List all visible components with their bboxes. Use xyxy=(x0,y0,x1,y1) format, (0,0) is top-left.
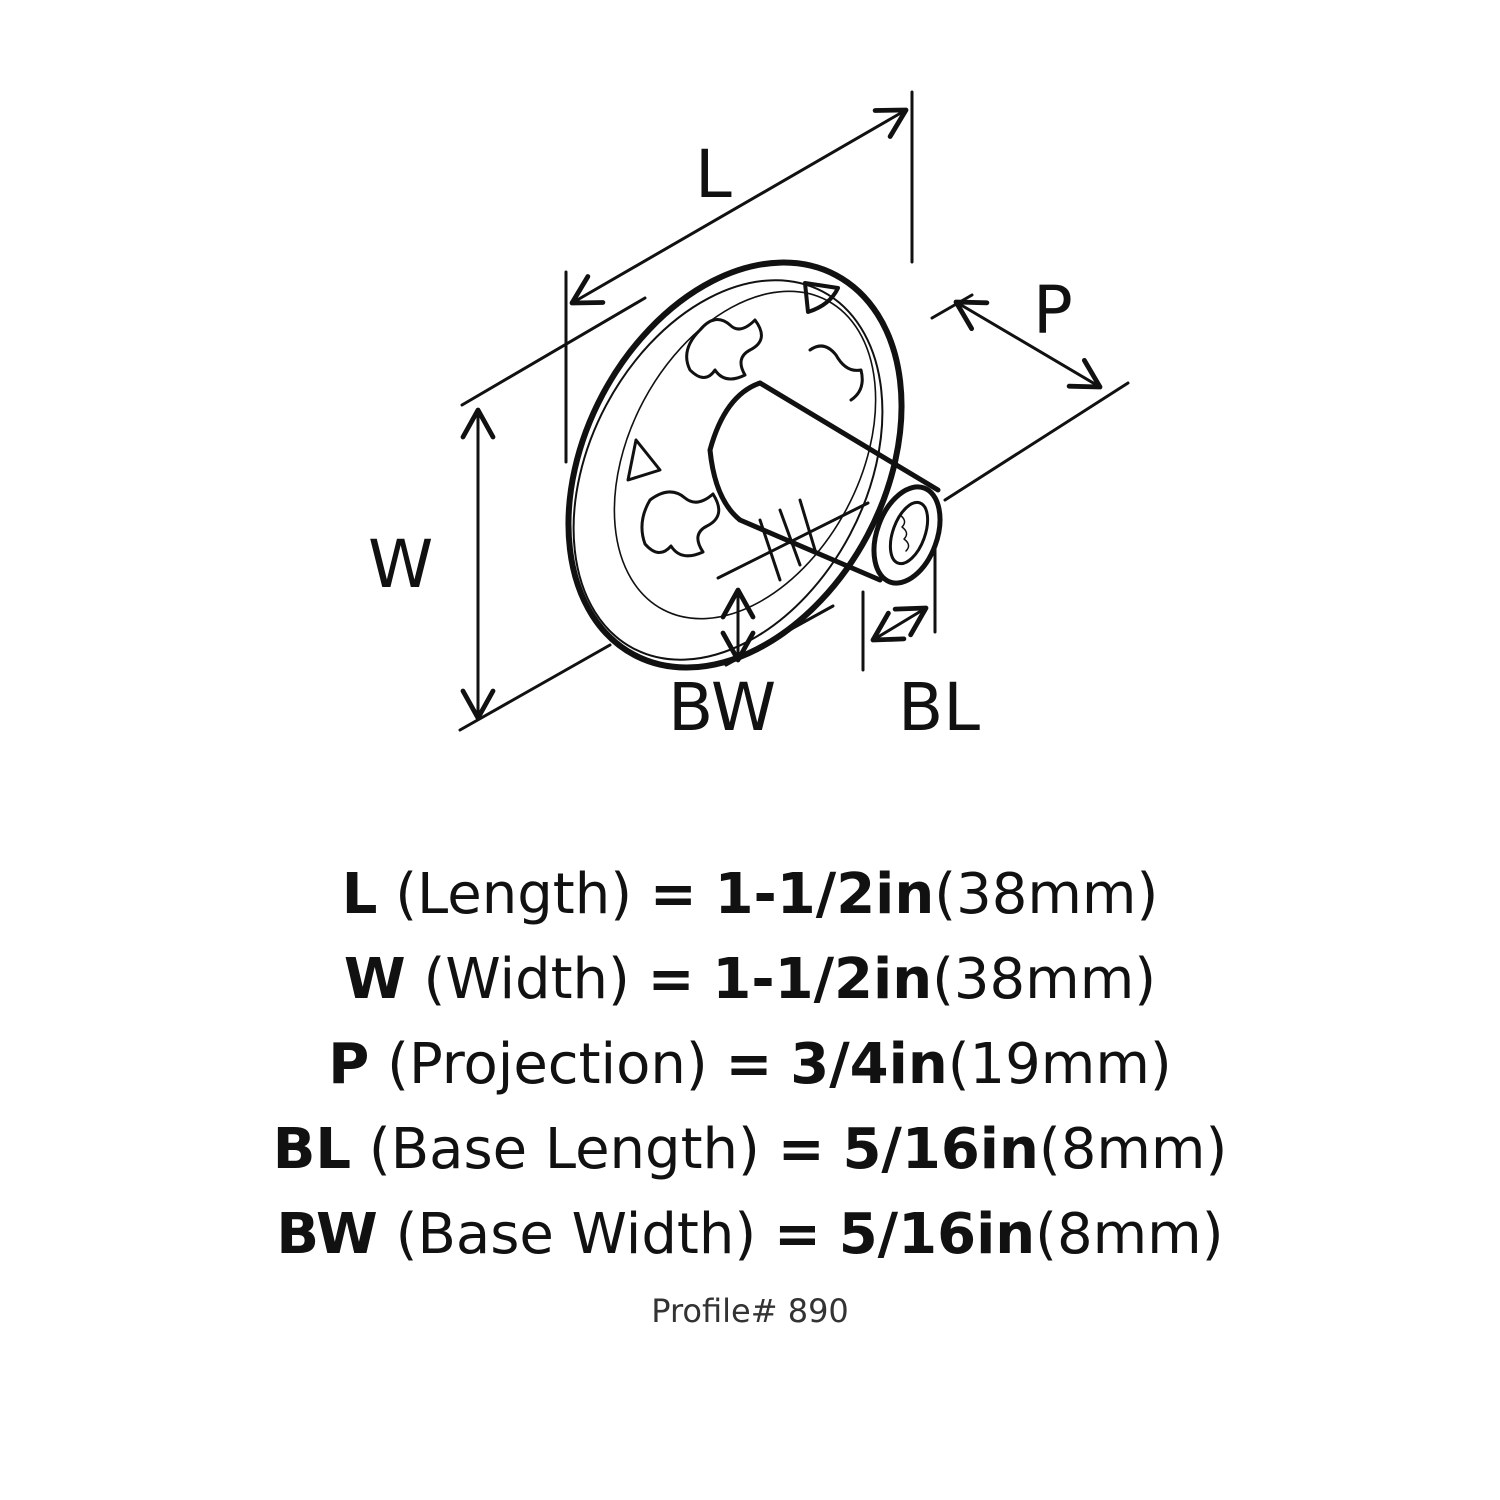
dimension-specs: L (Length) = 1-1/2in(38mm) W (Width) = 1… xyxy=(0,852,1500,1277)
spec-imperial: 5/16in xyxy=(842,1117,1039,1182)
knob-rosette xyxy=(565,259,905,671)
spec-base-width: BW (Base Width) = 5/16in(8mm) xyxy=(0,1192,1500,1277)
spec-equals: = xyxy=(725,1032,773,1097)
base-width-dimension xyxy=(716,501,870,667)
knob-stem xyxy=(707,380,943,586)
spec-name: (Length) xyxy=(395,862,633,927)
projection-dimension xyxy=(930,293,1130,502)
profile-number: Profile# 890 xyxy=(651,1292,849,1330)
spec-metric: (8mm) xyxy=(1035,1202,1224,1267)
spec-width: W (Width) = 1-1/2in(38mm) xyxy=(0,937,1500,1022)
spec-name: (Base Length) xyxy=(368,1117,760,1182)
spec-abbr: W xyxy=(343,947,406,1012)
spec-base-length: BL (Base Length) = 5/16in(8mm) xyxy=(0,1107,1500,1192)
spec-equals: = xyxy=(649,862,697,927)
spec-abbr: BW xyxy=(276,1202,378,1267)
label-base-length: BL xyxy=(898,669,981,746)
spec-imperial: 1-1/2in xyxy=(714,862,935,927)
label-base-width: BW xyxy=(668,669,777,746)
spec-name: (Base Width) xyxy=(395,1202,757,1267)
spec-abbr: BL xyxy=(272,1117,352,1182)
label-length: L xyxy=(695,136,732,213)
spec-imperial: 5/16in xyxy=(838,1202,1036,1267)
base-length-dimension xyxy=(861,546,937,672)
spec-name: (Projection) xyxy=(387,1032,708,1097)
length-dimension xyxy=(460,90,914,464)
spec-equals: = xyxy=(777,1117,825,1182)
spec-equals: = xyxy=(647,947,695,1012)
spec-imperial: 3/4in xyxy=(790,1032,948,1097)
spec-name: (Width) xyxy=(423,947,630,1012)
spec-projection: P (Projection) = 3/4in(19mm) xyxy=(0,1022,1500,1107)
label-width: W xyxy=(368,526,434,603)
spec-equals: = xyxy=(773,1202,821,1267)
knob-line-drawing xyxy=(458,90,1130,732)
spec-metric: (38mm) xyxy=(932,947,1157,1012)
spec-abbr: P xyxy=(328,1032,370,1097)
spec-metric: (38mm) xyxy=(934,862,1159,927)
spec-abbr: L xyxy=(341,862,378,927)
spec-imperial: 1-1/2in xyxy=(712,947,933,1012)
spec-length: L (Length) = 1-1/2in(38mm) xyxy=(0,852,1500,937)
label-projection: P xyxy=(1033,272,1073,349)
knob-dimension-diagram: L W P BW BL xyxy=(368,90,1130,746)
spec-metric: (19mm) xyxy=(947,1032,1172,1097)
spec-metric: (8mm) xyxy=(1038,1117,1228,1182)
width-dimension xyxy=(458,407,612,732)
